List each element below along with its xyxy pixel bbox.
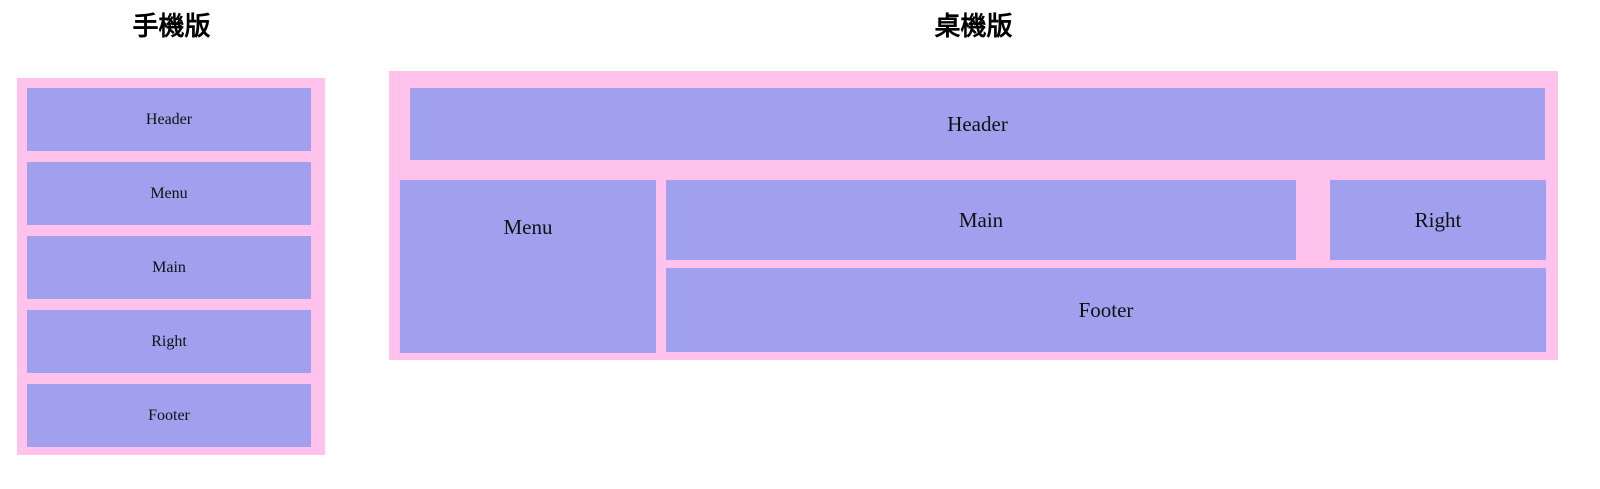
desktop-block-header: Header	[410, 88, 1545, 160]
mobile-block-footer: Footer	[27, 384, 311, 447]
mobile-block-footer-label: Footer	[148, 407, 190, 424]
desktop-block-main-label: Main	[958, 208, 1004, 232]
desktop-block-menu-label: Menu	[503, 215, 553, 239]
desktop-block-header-label: Header	[947, 112, 1008, 136]
mobile-block-menu-label: Menu	[150, 185, 188, 202]
desktop-block-right: Right	[1330, 180, 1546, 260]
mobile-block-right-label: Right	[151, 333, 187, 350]
mobile-block-header-label: Header	[145, 111, 193, 128]
desktop-block-footer-label: Footer	[1078, 298, 1134, 322]
mobile-block-menu: Menu	[27, 162, 311, 225]
mobile-layout-title: 手機版	[132, 12, 211, 42]
mobile-block-main: Main	[27, 236, 311, 299]
desktop-layout-title: 桌機版	[934, 12, 1013, 42]
mobile-wireframe-container: Header Menu Main Right Footer	[17, 78, 325, 455]
mobile-block-main-label: Main	[152, 259, 186, 276]
desktop-block-footer: Footer	[666, 268, 1546, 352]
mobile-block-right: Right	[27, 310, 311, 373]
desktop-block-right-label: Right	[1414, 208, 1462, 232]
desktop-wireframe-container: Header Menu Main Right Footer	[389, 71, 1558, 360]
desktop-block-main: Main	[666, 180, 1296, 260]
desktop-block-menu: Menu	[400, 180, 656, 353]
mobile-block-header: Header	[27, 88, 311, 151]
